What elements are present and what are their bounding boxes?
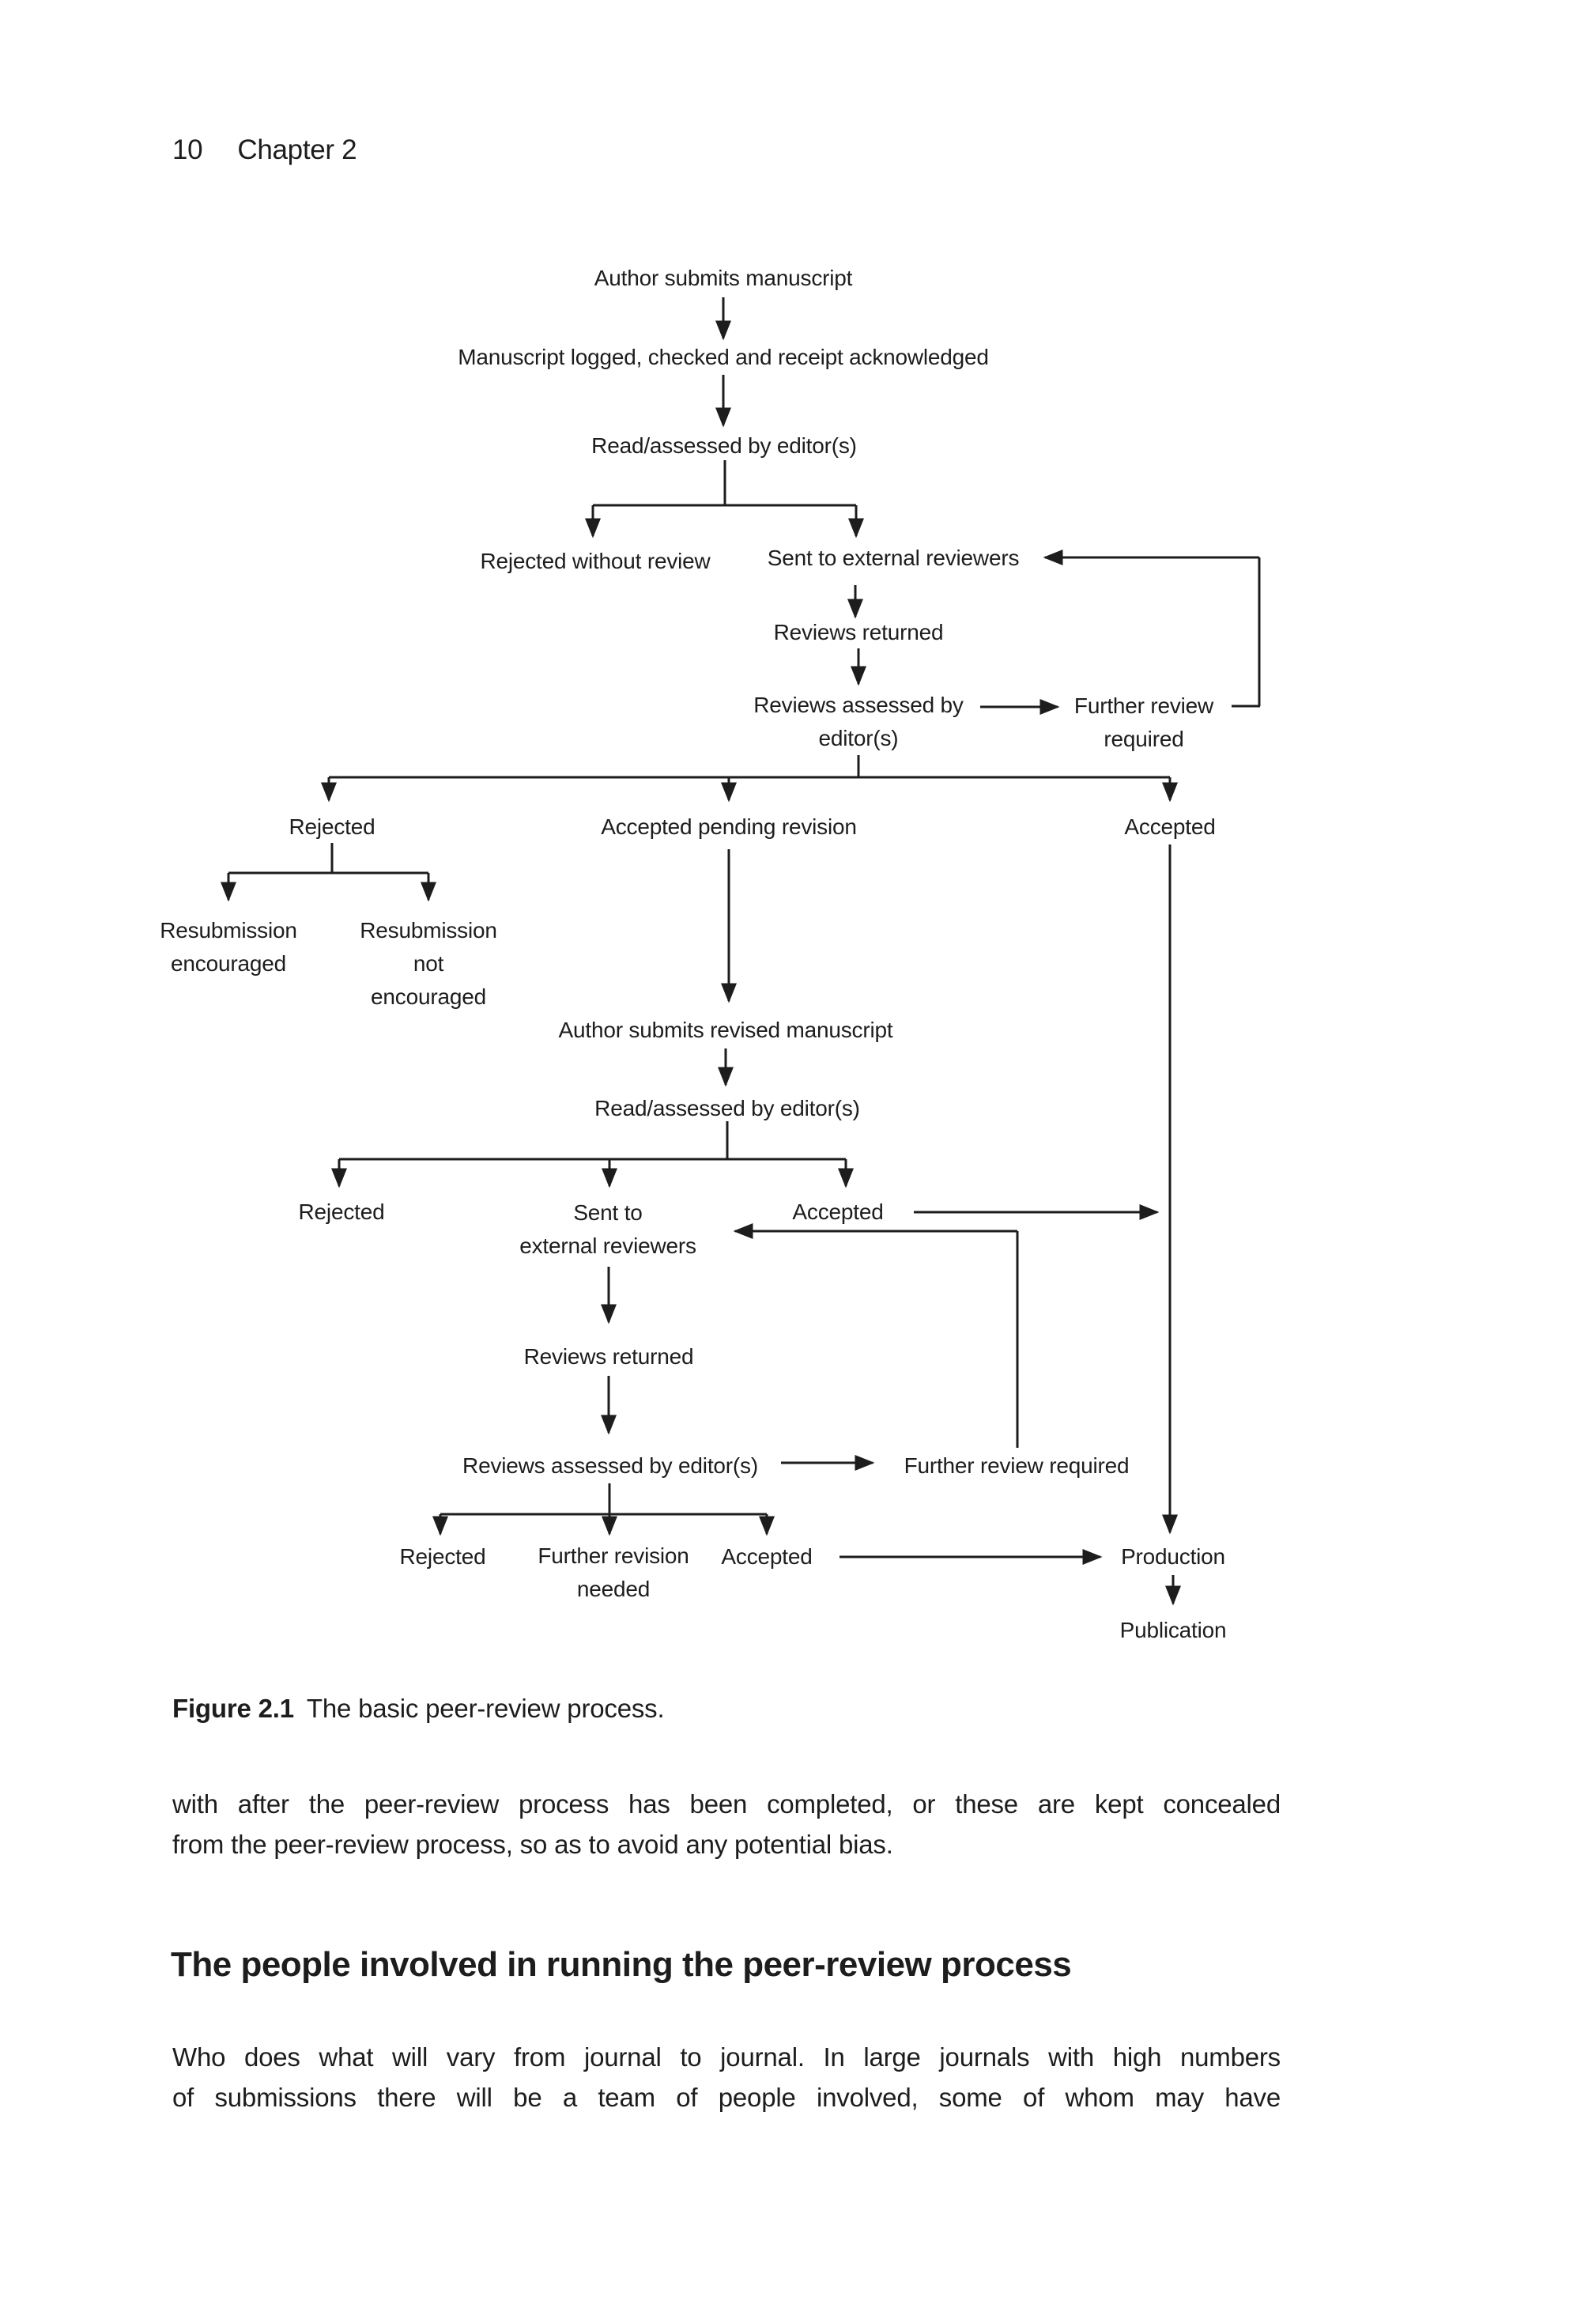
node-accepted-3: Accepted — [721, 1544, 813, 1569]
arrow-lines — [221, 297, 1259, 1606]
paragraph-1-line-2: from the peer-review process, so as to a… — [172, 1830, 893, 1859]
node-rejected-3: Rejected — [399, 1544, 486, 1569]
chapter-label: Chapter 2 — [237, 134, 357, 165]
node-reviews-returned-1: Reviews returned — [773, 620, 944, 644]
node-resubmission-encouraged: Resubmission encouraged — [160, 918, 297, 976]
node-reviews-assessed-2: Reviews assessed by editor(s) — [462, 1453, 758, 1478]
paragraph-2: Who does what will vary from journal to … — [172, 2037, 1281, 2118]
page-number: 10 — [172, 134, 203, 165]
node-author-revised: Author submits revised manuscript — [558, 1018, 893, 1042]
paragraph-2-line-2: of submissions there will be a team of p… — [172, 2083, 1281, 2112]
paragraph-2-line-1: Who does what will vary from journal to … — [172, 2042, 1281, 2072]
connector-lines — [228, 460, 1261, 1516]
figure-caption-label: Figure 2.1 — [172, 1694, 294, 1723]
node-rejected-1: Rejected — [289, 814, 375, 839]
node-accepted-pending: Accepted pending revision — [601, 814, 857, 839]
paragraph-1-line-1: with after the peer-review process has b… — [172, 1789, 1281, 1819]
node-author-submits: Author submits manuscript — [594, 266, 853, 290]
node-reviews-returned-2: Reviews returned — [523, 1344, 694, 1369]
node-sent-external-1: Sent to external reviewers — [767, 546, 1020, 570]
node-further-review-1: Further review required — [1073, 693, 1214, 751]
figure-caption: Figure 2.1 The basic peer-review process. — [172, 1694, 665, 1724]
node-accepted-2: Accepted — [792, 1200, 884, 1224]
node-publication: Publication — [1119, 1618, 1227, 1642]
node-read-assessed-1: Read/assessed by editor(s) — [591, 433, 857, 458]
node-rejected-2: Rejected — [298, 1200, 385, 1224]
node-resubmission-not-encouraged: Resubmission not encouraged — [360, 918, 497, 1009]
node-production: Production — [1121, 1544, 1225, 1569]
node-further-review-2: Further review required — [904, 1453, 1130, 1478]
node-sent-external-2: Sent to external reviewers — [519, 1200, 696, 1258]
node-read-assessed-2: Read/assessed by editor(s) — [594, 1096, 860, 1120]
node-manuscript-logged: Manuscript logged, checked and receipt a… — [458, 345, 989, 369]
node-rejected-without-review: Rejected without review — [480, 549, 711, 573]
section-heading: The people involved in running the peer-… — [171, 1945, 1072, 1984]
paragraph-1: with after the peer-review process has b… — [172, 1784, 1281, 1864]
figure-caption-text: The basic peer-review process. — [306, 1694, 665, 1723]
node-accepted-1: Accepted — [1124, 814, 1216, 839]
running-head: 10 Chapter 2 — [172, 134, 357, 166]
node-further-revision-needed: Further revision needed — [538, 1543, 689, 1601]
node-reviews-assessed-1: Reviews assessed by editor(s) — [753, 693, 964, 750]
